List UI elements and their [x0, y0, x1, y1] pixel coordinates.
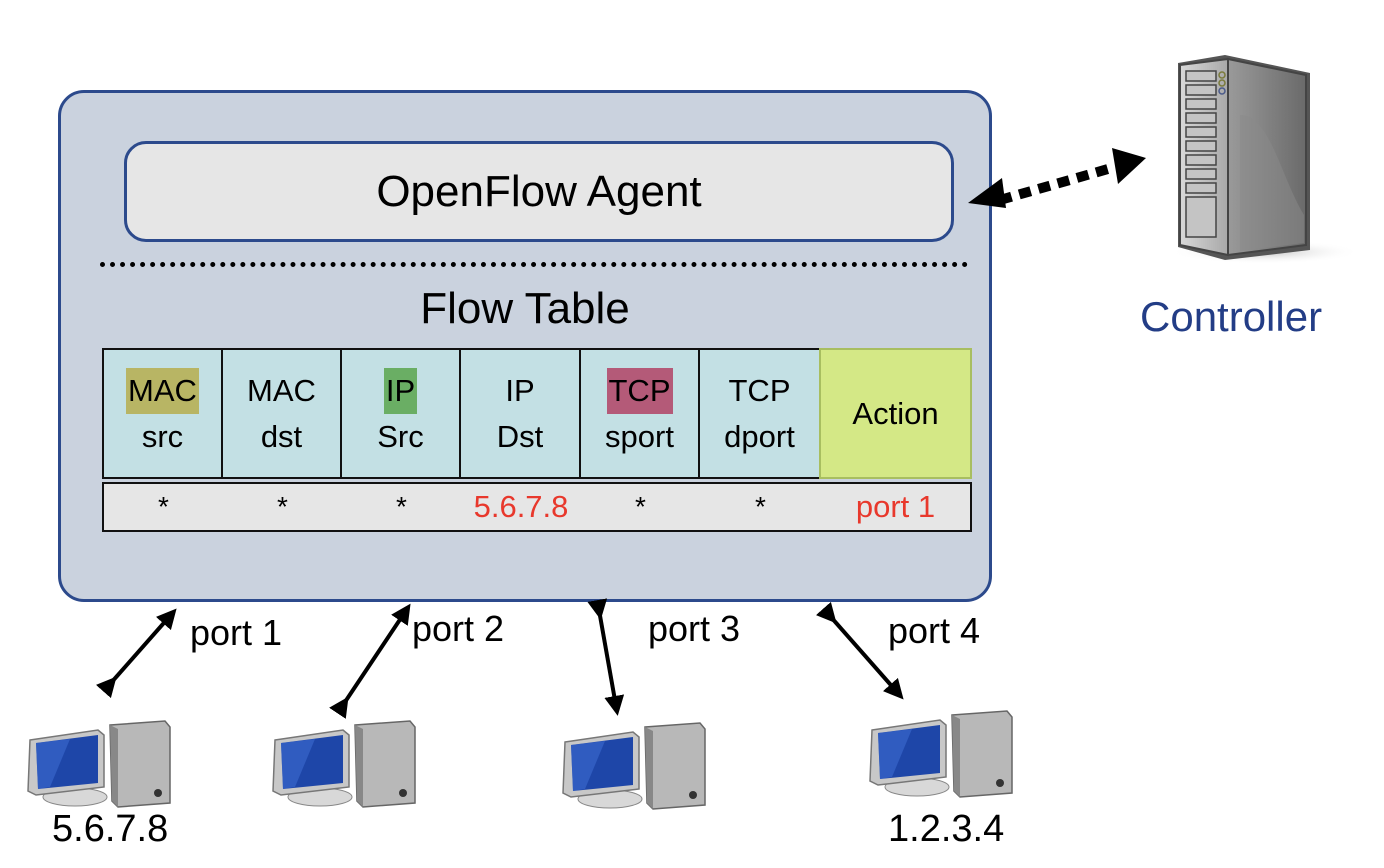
rule-tcp-sport: * [635, 491, 646, 522]
rule-ip-dst: 5.6.7.8 [473, 489, 569, 524]
port1-arrow [95, 608, 177, 699]
header-line2: dport [724, 418, 795, 454]
header-line2: Src [377, 418, 424, 454]
header-line2: dst [260, 418, 303, 454]
header-line1: MAC [247, 372, 316, 408]
desktop-computer-icon [562, 722, 706, 810]
header-line2: src [141, 418, 184, 454]
port3-arrow [587, 598, 625, 716]
host-ip-4: 1.2.3.4 [888, 808, 1005, 850]
openflow-agent-label: OpenFlow Agent [376, 166, 702, 216]
header-line1: TCP [606, 367, 673, 414]
header-tcp-dport: TCP dport [698, 348, 819, 479]
rule-tcp-dport: * [755, 491, 766, 522]
header-line1: IP [383, 367, 418, 414]
host-ip-1: 5.6.7.8 [52, 808, 169, 850]
rule-mac-src: * [158, 491, 169, 522]
header-line1: MAC [126, 367, 199, 414]
port-label-4: port 4 [888, 610, 981, 651]
openflow-agent: OpenFlow Agent [124, 141, 954, 242]
port4-arrow [815, 601, 904, 700]
port-label-2: port 2 [412, 608, 505, 649]
header-line1: IP [505, 372, 535, 408]
desktop-computer-icon [27, 720, 171, 808]
port-label-3: port 3 [648, 608, 741, 649]
desktop-computer-icon [869, 710, 1013, 798]
header-mac-dst: MAC dst [221, 348, 340, 479]
flow-table-title: Flow Table [420, 284, 630, 333]
header-tcp-sport: TCP sport [579, 348, 698, 479]
header-line1: TCP [728, 372, 791, 408]
arrowhead-right [1112, 148, 1146, 184]
dotted-arrow-line [998, 162, 1117, 205]
flow-table-header: MAC src MAC dst IP Src IP Dst TCP sport … [102, 348, 972, 479]
rule-mac-dst: * [277, 491, 288, 522]
dotted-divider [100, 262, 968, 267]
port-label-1: port 1 [190, 612, 283, 653]
rule-ip-src: * [396, 491, 407, 522]
header-action: Action [819, 348, 972, 479]
header-mac-src: MAC src [102, 348, 221, 479]
flow-table-rule: * * * 5.6.7.8 * * port 1 [102, 482, 972, 532]
header-line1: Action [852, 395, 939, 431]
header-ip-dst: IP Dst [459, 348, 579, 479]
controller-label: Controller [1140, 293, 1323, 340]
header-line2: sport [605, 418, 674, 454]
port2-arrow [329, 603, 411, 719]
rule-action: port 1 [855, 489, 936, 524]
server-tower-icon [1170, 55, 1360, 264]
header-ip-src: IP Src [340, 348, 459, 479]
header-line2: Dst [496, 418, 544, 454]
desktop-computer-icon [272, 720, 416, 808]
